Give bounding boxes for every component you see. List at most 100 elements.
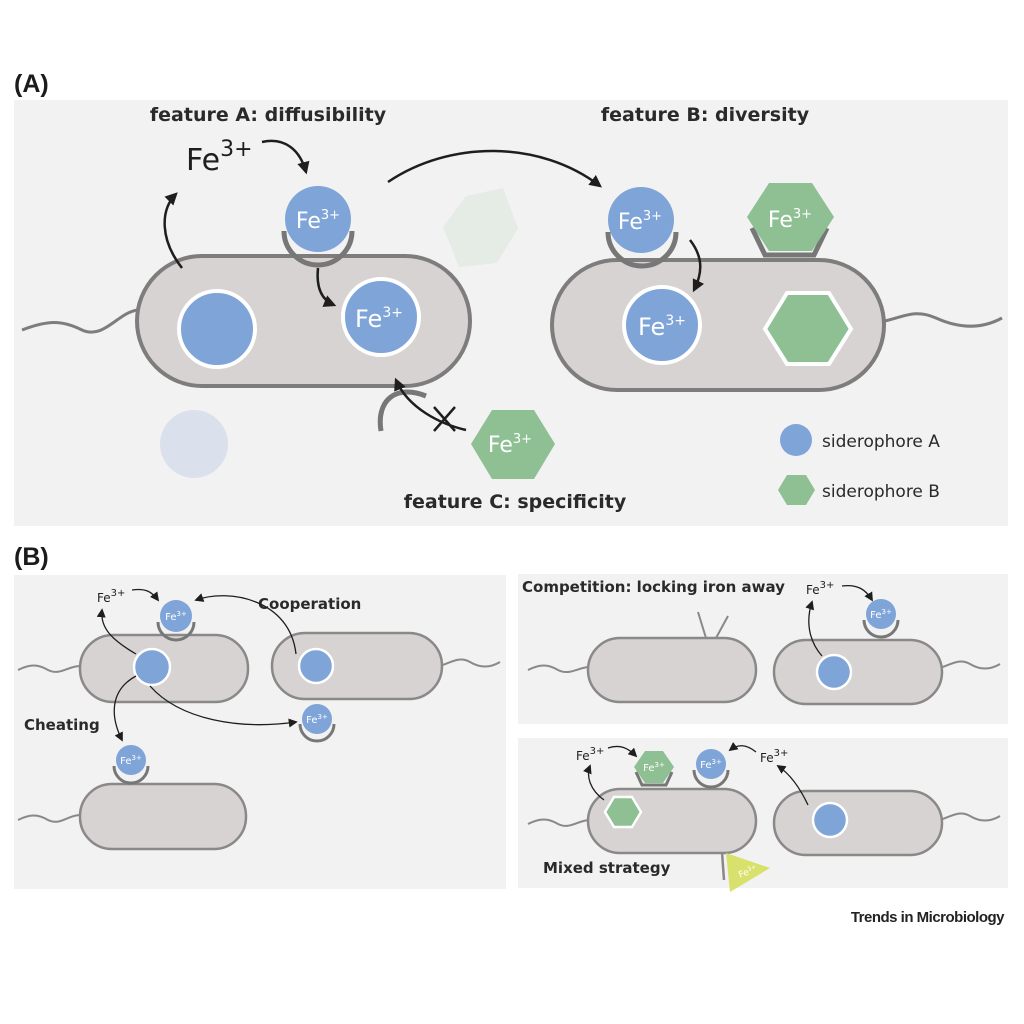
mixed-right-cell [772,789,944,857]
competition-binding-arrow [841,584,873,602]
competitor-cell [586,636,758,704]
siderophore-a-bound-label: Fe3+ [296,208,340,234]
siderophore-b-bound [747,183,834,251]
siderophore-a-right-internalized-label: Fe3+ [638,313,686,341]
mixed-secretion-arrow [583,764,605,801]
competition-label: Competition: locking iron away [522,578,785,596]
left-cell-flagellum [21,308,139,334]
receptor-a-left [281,230,355,268]
siderophore-cheater [116,745,146,775]
free-iron-mixed-left-label: Fe3+ [576,746,604,763]
siderophore-coop-bound-label: Fe3+ [165,610,187,623]
locker-cell-flagellum [939,660,1001,670]
mixed-right-cell-flagellum [939,812,1001,822]
siderophore-competition-label: Fe3+ [870,608,892,621]
competition-secretion-arrow [805,600,823,657]
siderophore-b-bound-label: Fe3+ [768,207,812,233]
coop-secretion-arrow [96,608,137,655]
free-iron-coop-label: Fe3+ [97,588,125,605]
siderophore-b-blocked-label: Fe3+ [488,432,532,458]
cooperation-label: Cooperation [258,595,361,613]
siderophore-cheater-label: Fe3+ [120,754,142,767]
free-iron-label: Fe3+ [186,137,253,178]
faint-siderophore-b [443,188,518,267]
siderophore-a-intracellular [177,289,257,369]
legend-siderophore-a-icon [780,424,812,456]
receptor-a-bottom [377,389,427,432]
mixed-bound-siderophore-b-label: Fe3+ [643,761,665,774]
secretion-arrow [163,192,183,269]
mixed-bound-siderophore-b [634,751,674,783]
cooperator-cell-flagellum [439,658,501,668]
lost-siderophore-arrow [149,685,298,728]
siderophore-competition [866,599,896,629]
competitor-receptors [697,611,729,639]
free-iron-mixed-right-label: Fe3+ [760,748,788,765]
locker-cell [772,638,944,706]
mixed-cell-flagellum [527,818,591,827]
mixed-right-secretion-arrow [776,764,809,806]
faint-siderophore-a [160,410,228,478]
competitor-cell-flagellum [527,664,591,674]
producer-cell-flagellum [17,664,81,673]
block-cross-icon [433,406,456,432]
legend-siderophore-b-label: siderophore B [822,482,940,502]
siderophore-a-right-bound [608,187,674,253]
cheater-cell-flagellum [17,814,81,823]
receptor-mixed-b [634,771,674,787]
receptor-lost [298,723,336,743]
receptor-b [749,226,830,258]
siderophore-a-internalized-label: Fe3+ [355,305,403,333]
free-iron-competition-label: Fe3+ [806,580,834,597]
siderophore-lost [302,704,332,734]
uptake-arrow-b [689,239,705,293]
locker-siderophore [815,653,853,691]
yellow-siderophore [726,853,770,892]
legend-siderophore-b-icon [778,475,815,505]
mixed-bound-siderophore-a [696,749,726,779]
feature-c-label: feature C: specificity [404,491,627,513]
siderophore-b-intracellular [762,291,854,366]
cooperation-arrow [194,593,297,655]
mixed-right-siderophore [811,801,849,839]
journal-name: Trends in Microbiology [851,909,1005,926]
feature-a-label: feature A: diffusibility [150,104,387,126]
receptor-a-right [605,231,679,269]
mixed-binding-arrow [607,745,638,758]
iron-binding-arrow [261,139,310,175]
coop-binding-arrow [131,588,160,602]
yellow-siderophore-label: Fe3+ [737,863,759,880]
receptor-mixed-a [692,769,730,789]
panel-b-letter: (B) [14,543,49,571]
producer-siderophore [132,647,172,687]
mixed-strategy-label: Mixed strategy [543,859,671,877]
blocked-uptake-arrow [394,377,467,432]
siderophore-a-internalized [341,277,421,357]
cooperator-cell [270,631,444,701]
yellow-receptor [720,851,726,881]
uptake-arrow-a [316,267,337,307]
feature-b-label: feature B: diversity [601,104,810,126]
receptor-competition [862,619,900,639]
siderophore-coop-bound [160,600,192,632]
cooperator-siderophore [297,647,335,685]
diffusion-arrow [387,149,602,188]
siderophore-b-blocked [471,410,555,479]
siderophore-a-bound [285,186,351,252]
cheating-arrow [113,675,137,742]
mixed-uptake-arrow [728,741,757,753]
receptor-coop [156,621,196,642]
cheating-label: Cheating [24,716,100,734]
siderophore-a-right-internalized [622,285,702,365]
panel-b-competition-background [518,574,1008,724]
mixed-siderophore-b [603,795,643,829]
legend-siderophore-a-label: siderophore A [822,432,940,452]
siderophore-a-right-bound-label: Fe3+ [618,209,662,235]
receptor-cheater [112,765,150,785]
right-cell-flagellum [879,312,1003,328]
cheater-cell [78,782,248,851]
siderophore-lost-label: Fe3+ [306,713,328,726]
mixed-bound-siderophore-a-label: Fe3+ [700,758,722,771]
panel-a-letter: (A) [14,70,49,98]
